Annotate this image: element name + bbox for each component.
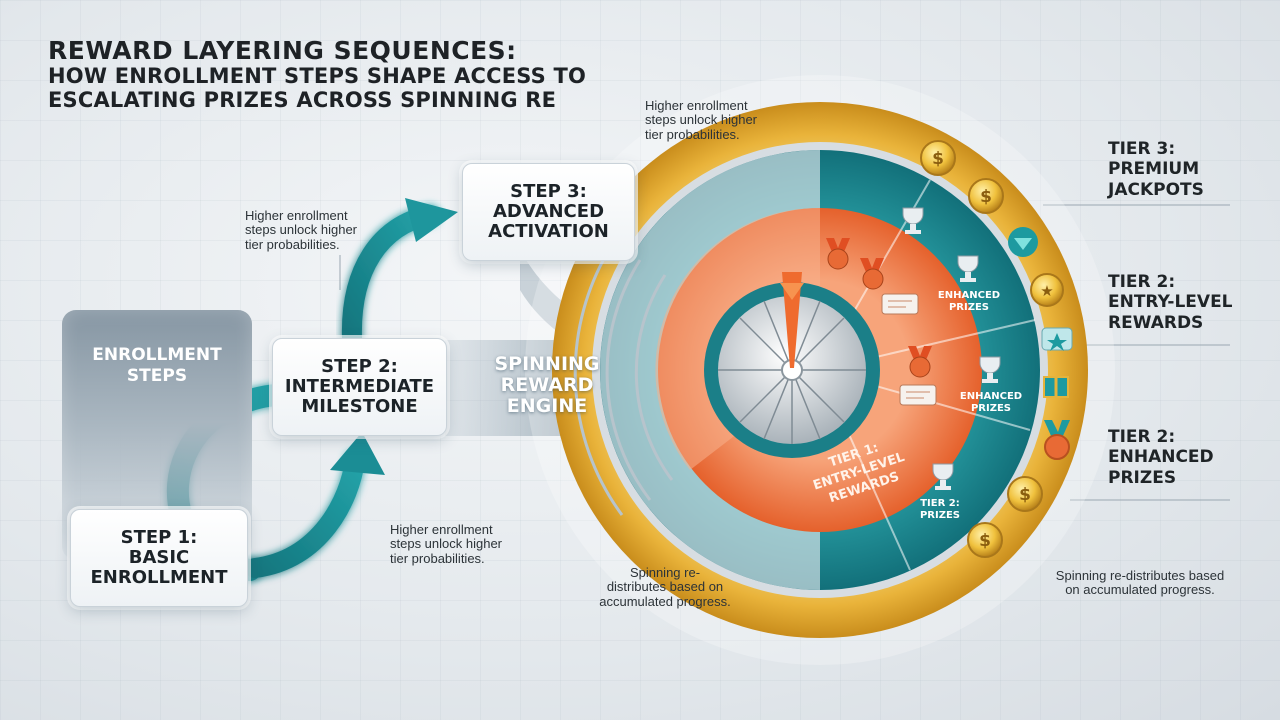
tier2-enhanced-label-line3: Prizes: [1108, 467, 1177, 488]
tier3-label: Tier 3: Premium Jackpots: [1108, 139, 1204, 200]
note-mid-line3: tier probabilities.: [245, 236, 340, 252]
step-3-card: Step 3: Advanced Activation: [462, 163, 635, 261]
enhanced-prizes-b-line2: Prizes: [971, 403, 1011, 414]
engine-label-line2: Reward: [500, 373, 594, 396]
medal-icon: [860, 258, 884, 290]
medal-icon: [1044, 420, 1070, 460]
tier2-entry-label-line3: Rewards: [1108, 312, 1204, 333]
note-bottom-right-line1: Spinning re-distributes based: [1055, 568, 1225, 583]
medal-icon: [826, 238, 850, 270]
note-top-line3: tier probabilities.: [645, 126, 740, 142]
swoosh-arrow-3-head: [405, 198, 458, 242]
tier2-entry-label-line1: Tier 2:: [1108, 272, 1176, 292]
note-mid-line1: Higher enrollment: [245, 208, 348, 223]
wheel-pointer-tip: [780, 283, 804, 300]
ticket-icon: [1041, 327, 1073, 351]
note-bottom-center-line3: accumulated progress.: [599, 593, 731, 609]
coin-icon: ★: [1030, 273, 1064, 307]
leader-lines: [339, 204, 1230, 551]
enrollment-steps-label: Enrollment Steps: [62, 345, 252, 388]
tier2-prizes-line1: Tier 2:: [920, 498, 960, 509]
note-bottom-center-line2: distributes based on: [606, 579, 724, 595]
note-bottom-right-line2: on accumulated progress.: [1065, 582, 1215, 598]
ticket-icon: [881, 293, 919, 315]
tier3-label-line3: Jackpots: [1108, 179, 1204, 200]
tier2-entry-label: Tier 2: Entry-Level Rewards: [1108, 272, 1233, 333]
trophy-icon: [957, 255, 979, 282]
svg-text:$: $: [1019, 485, 1031, 505]
step-1-card: Step 1: Basic Enrollment: [70, 509, 248, 607]
medal-icon: [908, 346, 932, 378]
note-bottom-center-line1: Spinning re-: [629, 565, 701, 580]
gem-icon: [1008, 227, 1038, 257]
coin-icon: $: [1007, 476, 1043, 512]
step-2-line2: Intermediate: [284, 376, 435, 398]
inner-ring-icons: [826, 207, 1001, 490]
tier2-enhanced-label-line2: Enhanced: [1108, 447, 1214, 468]
svg-text:$: $: [979, 531, 991, 551]
trophy-icon: [902, 207, 924, 234]
note-mid: Higher enrollment steps unlock higher ti…: [245, 208, 385, 252]
tier2-prizes-line2: Prizes: [920, 510, 960, 521]
enrollment-steps-label-line2: Steps: [126, 366, 188, 387]
trophy-icon: [979, 356, 1001, 383]
note-low-line1: Higher enrollment: [390, 522, 493, 537]
enhanced-prizes-a-line1: Enhanced: [938, 290, 1000, 301]
swoosh-arrow-2-head: [330, 432, 385, 475]
note-mid-line2: steps unlock higher: [245, 222, 358, 238]
page-title: Reward Layering Sequences: How Enrollmen…: [48, 38, 668, 111]
tier3-label-line1: Tier 3:: [1108, 139, 1176, 159]
wheel-pointer: [782, 272, 802, 368]
step-2-line1: Step 2:: [321, 356, 398, 378]
coin-icon: $: [967, 522, 1003, 558]
engine-label-line1: Spinning: [494, 353, 600, 375]
spinning-reward-engine-label: Spinning Reward Engine: [478, 354, 616, 417]
enrollment-steps-label-line1: Enrollment: [92, 345, 222, 365]
step-1-line3: Enrollment: [90, 566, 228, 588]
swoosh-arrow-2: [245, 450, 365, 578]
note-top-line1: Higher enrollment: [645, 98, 748, 113]
tier2-entry-label-line2: Entry-Level: [1108, 292, 1233, 313]
step-2-card: Step 2: Intermediate Milestone: [272, 338, 447, 436]
note-bottom-center: Spinning re- distributes based on accumu…: [580, 565, 750, 609]
trophy-icon: [932, 463, 954, 490]
reward-wheel: [525, 75, 1115, 665]
note-low-line3: tier probabilities.: [390, 550, 485, 566]
svg-text:$: $: [980, 187, 992, 207]
note-bottom-right: Spinning re-distributes based on accumul…: [1040, 568, 1240, 598]
coin-icon: $: [968, 178, 1004, 214]
ticket-icon: [899, 384, 937, 406]
title-line-3: Escalating Prizes Across Spinning Re: [48, 88, 557, 112]
svg-text:★: ★: [1040, 282, 1053, 300]
step-1-line1: Step 1:: [120, 527, 198, 549]
gift-icon: [1043, 376, 1069, 398]
engine-label-line3: Engine: [506, 394, 588, 417]
enhanced-prizes-b-line1: Enhanced: [960, 391, 1022, 402]
step-1-line2: Basic: [128, 547, 190, 569]
note-low-line2: steps unlock higher: [390, 536, 503, 552]
note-low: Higher enrollment steps unlock higher ti…: [390, 522, 530, 566]
step-2-line3: Milestone: [301, 395, 418, 417]
svg-text:$: $: [932, 149, 944, 169]
motion-arcs: [573, 244, 674, 516]
note-top: Higher enrollment steps unlock higher ti…: [645, 98, 795, 142]
tier2-enhanced-label-line1: Tier 2:: [1108, 427, 1176, 447]
enhanced-prizes-a-line2: Prizes: [949, 302, 989, 313]
title-line-1: Reward Layering Sequences:: [48, 36, 517, 65]
step-3-line2: Advanced: [492, 201, 605, 223]
step-3-line3: Activation: [488, 220, 609, 242]
title-line-2: How Enrollment Steps Shape Access to: [48, 64, 587, 88]
tier2-enhanced-label: Tier 2: Enhanced Prizes: [1108, 427, 1214, 488]
step-3-line1: Step 3:: [510, 181, 587, 203]
gold-ring-icons: $ $ ★ $ $: [920, 140, 1073, 558]
coin-icon: $: [920, 140, 956, 176]
tier3-label-line2: Premium: [1108, 159, 1200, 180]
note-top-line2: steps unlock higher: [645, 112, 758, 128]
